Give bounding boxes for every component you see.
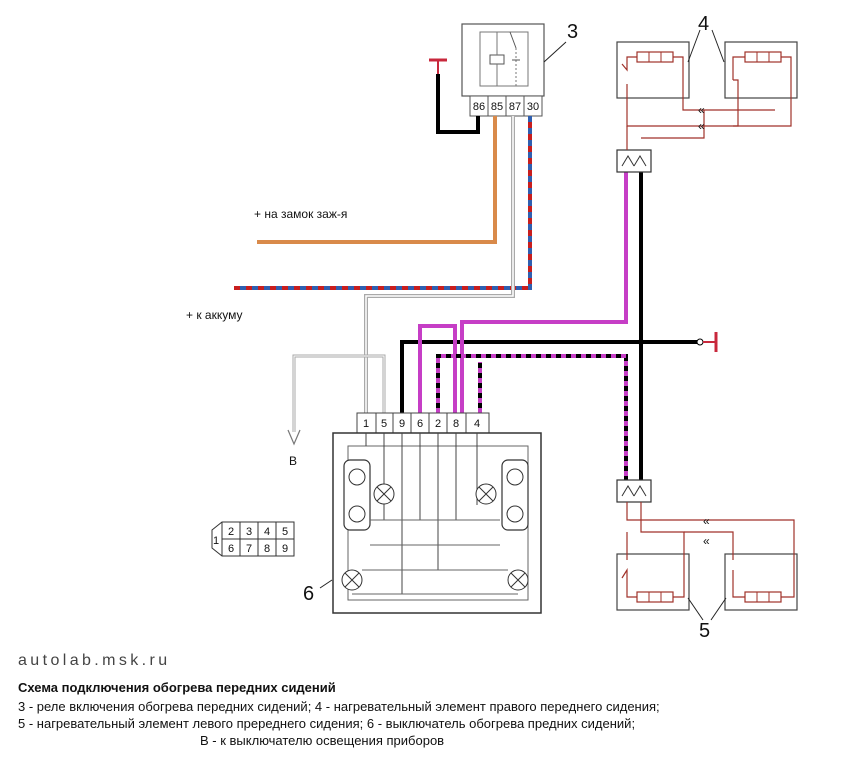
- right-heater-feed-wire: [460, 172, 628, 413]
- connector-pin-5: 5: [282, 526, 288, 538]
- instrument-light-wire-core: [293, 355, 385, 432]
- left-heater-number-label: 5: [699, 620, 710, 640]
- connector-pin-8: 8: [264, 543, 270, 555]
- connector-pin-9: 9: [282, 543, 288, 555]
- switch-pin-1: 1: [363, 418, 369, 430]
- instrument-light-label: В: [289, 454, 297, 468]
- left-heater-connector: [616, 479, 652, 503]
- switch-lamp-bottom-left-icon: [341, 569, 363, 591]
- left-heater-feed-stripe: [436, 354, 628, 480]
- battery-wire: [234, 116, 532, 290]
- svg-text:«: «: [703, 534, 710, 548]
- relay-number-label: 3: [567, 21, 578, 43]
- switch-pin-9-wire: [400, 340, 700, 413]
- relay-3: 86 85 87 30 3: [461, 21, 578, 117]
- right-seat-heaters-4: « « 4: [616, 13, 798, 150]
- switch-pin-8: 8: [453, 418, 459, 430]
- caption-line-2: 5 - нагревательный элемент левого преред…: [18, 716, 636, 731]
- ignition-label: + на замок заж-я: [254, 207, 347, 221]
- switch-connector-pinout: 1 2 3 4 5 6 7 8 9: [211, 521, 295, 557]
- connector-pin-4: 4: [264, 526, 270, 538]
- left-seat-heaters-5: « « 5: [616, 502, 798, 640]
- junction-dot: [638, 339, 644, 345]
- connector-pin-6: 6: [228, 543, 234, 555]
- battery-wire-stripe: [234, 116, 532, 290]
- right-heater-connector: [616, 149, 652, 173]
- switch-pin-9: 9: [399, 418, 405, 430]
- main-ground-symbol: [703, 332, 718, 352]
- battery-label: + к аккуму: [186, 308, 242, 322]
- ignition-wire: [257, 116, 497, 244]
- caption-title: Схема подключения обогрева передних сиде…: [18, 680, 336, 695]
- switch-pin-4: 4: [474, 418, 480, 430]
- switch-lamp-bottom-right-icon: [507, 569, 529, 591]
- svg-text:«: «: [698, 103, 705, 117]
- relay-pin-86: 86: [473, 101, 485, 113]
- relay-ground-symbol: [429, 58, 447, 74]
- switch-lamp-right-icon: [475, 483, 497, 505]
- connector-pin-2: 2: [228, 526, 234, 538]
- caption-block: autolab.msk.ru Схема подключения обогрев…: [18, 652, 838, 749]
- caption-line-1: 3 - реле включения обогрева передних сид…: [18, 699, 660, 714]
- caption-line-3: В - к выключателю освещения приборов: [200, 733, 445, 748]
- switch-number-label: 6: [303, 583, 314, 605]
- switch-magenta-loop: [418, 324, 457, 413]
- connector-pin-1: 1: [213, 535, 219, 547]
- connector-pin-7: 7: [246, 543, 252, 555]
- svg-text:«: «: [698, 119, 705, 133]
- wiring-diagram: 86 85 87 30 3 + на замок заж-я + к аккум…: [186, 13, 798, 640]
- relay-pin-87: 87: [509, 101, 521, 113]
- svg-text:«: «: [703, 514, 710, 528]
- switch-lamp-left-icon: [373, 483, 395, 505]
- site-watermark: autolab.msk.ru: [18, 652, 171, 669]
- relay-ground-wire: [436, 74, 480, 134]
- connector-pin-3: 3: [246, 526, 252, 538]
- switch-pin-5: 5: [381, 418, 387, 430]
- ground-terminal: [696, 338, 704, 346]
- relay-pin-85: 85: [491, 101, 503, 113]
- switch-6: 1 5 9 6 2 8 4: [303, 412, 542, 614]
- right-heater-number-label: 4: [698, 13, 709, 35]
- switch-pin-2: 2: [435, 418, 441, 430]
- relay-pin-30: 30: [527, 101, 539, 113]
- switch-pin-6: 6: [417, 418, 423, 430]
- instrument-light-arrow-icon: [287, 429, 301, 446]
